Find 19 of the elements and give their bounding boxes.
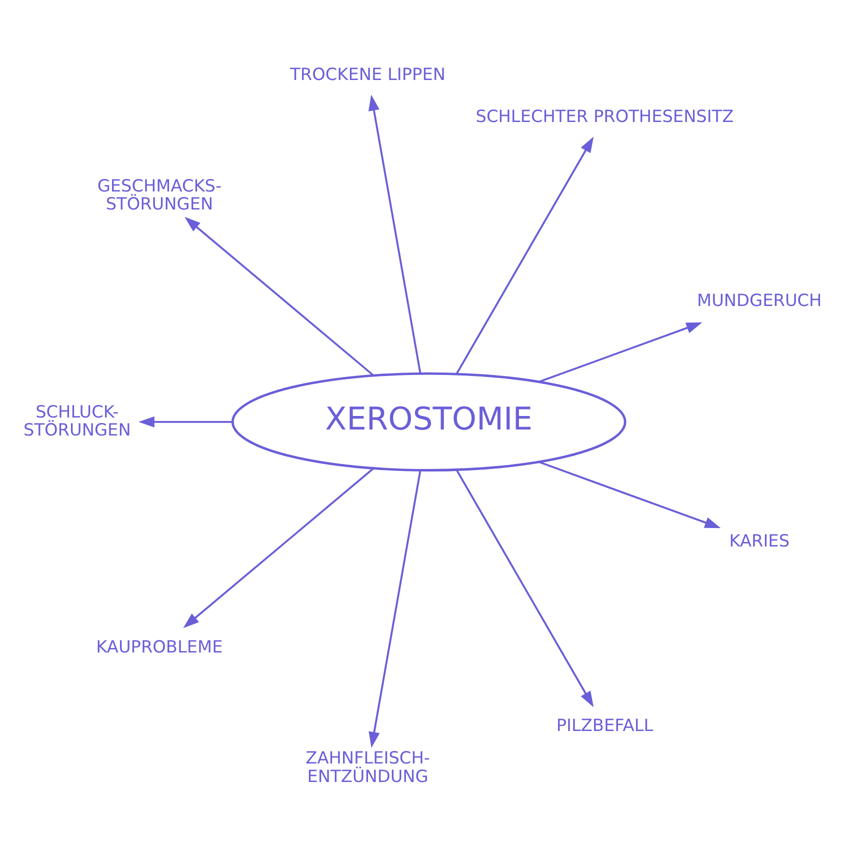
node-text: KAUPROBLEME <box>96 636 223 656</box>
node-text: SCHLECHTER PROTHESENSITZ <box>476 106 734 126</box>
node-text: KARIES <box>729 530 790 551</box>
arrow <box>183 468 374 628</box>
arrow <box>368 94 422 374</box>
node-text: GESCHMACKS- STÖRUNGEN <box>97 175 222 214</box>
arrow <box>138 416 232 428</box>
node-text: TROCKENE LIPPEN <box>290 64 446 84</box>
arrow <box>368 470 422 748</box>
node-text: MUNDGERUCH <box>697 290 822 310</box>
arrow <box>539 322 702 383</box>
node-text: SCHLUCK- STÖRUNGEN <box>24 401 131 440</box>
node-ellipse: XEROSTOMIE <box>231 372 626 472</box>
arrow <box>456 470 594 708</box>
node-text: ZAHNFLEISCH- ENTZÜNDUNG <box>306 748 430 786</box>
arrow <box>539 461 721 528</box>
arrow <box>456 136 594 374</box>
node-text: PILZBEFALL <box>556 714 654 735</box>
arrow <box>184 216 374 376</box>
